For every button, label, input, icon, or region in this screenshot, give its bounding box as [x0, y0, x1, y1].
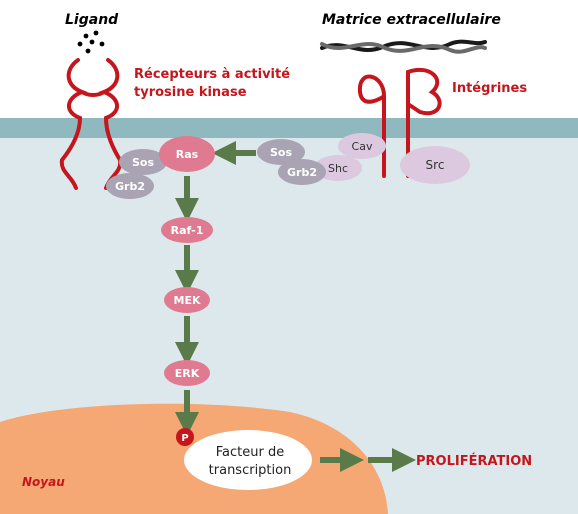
phospho-badge: [176, 428, 194, 446]
ligand-dots: [77, 30, 105, 54]
sos-left-label: Sos: [132, 156, 154, 169]
protein-raf1: [161, 217, 213, 243]
protein-sos-right: [257, 139, 305, 165]
integrins-label: Intégrines: [452, 81, 527, 96]
phospho-label: P: [181, 433, 188, 444]
proliferation-label: PROLIFÉRATION: [416, 453, 532, 469]
grb2-right-label: Grb2: [287, 166, 317, 179]
protein-sos-left: [119, 149, 167, 175]
tf-label-line1: Facteur de: [216, 445, 284, 460]
sos-right-label: Sos: [270, 146, 292, 159]
tf-label-line2: transcription: [209, 463, 292, 478]
ras-label: Ras: [176, 148, 199, 161]
nucleus-label: Noyau: [22, 475, 65, 489]
erk-label: ERK: [175, 367, 200, 380]
protein-erk: [164, 360, 210, 386]
pathway-arrows: [175, 141, 416, 472]
protein-mek: [164, 287, 210, 313]
receptor-label-line1: Récepteurs à activité: [134, 67, 290, 82]
mek-label: MEK: [174, 294, 201, 307]
grb2-left-label: Grb2: [115, 180, 145, 193]
integrins: [357, 67, 442, 178]
receptor-label-line2: tyrosine kinase: [134, 85, 247, 100]
ligand-label: Ligand: [65, 12, 119, 28]
protein-ras: [159, 136, 215, 172]
protein-grb2-left: [106, 173, 154, 199]
raf1-label: Raf-1: [171, 224, 204, 237]
matrix-label: Matrice extracellulaire: [322, 12, 501, 28]
shc-label: Shc: [328, 162, 348, 175]
receptor-tyrosine-kinase: [59, 58, 123, 190]
cell-membrane: [0, 118, 578, 138]
protein-cav: [338, 133, 386, 159]
protein-src: [400, 146, 470, 184]
src-label: Src: [426, 158, 445, 172]
transcription-factor: [184, 430, 312, 490]
protein-grb2-right: [278, 159, 326, 185]
protein-shc: [314, 155, 362, 181]
cav-label: Cav: [352, 140, 373, 153]
matrix-fibres: [320, 39, 487, 54]
